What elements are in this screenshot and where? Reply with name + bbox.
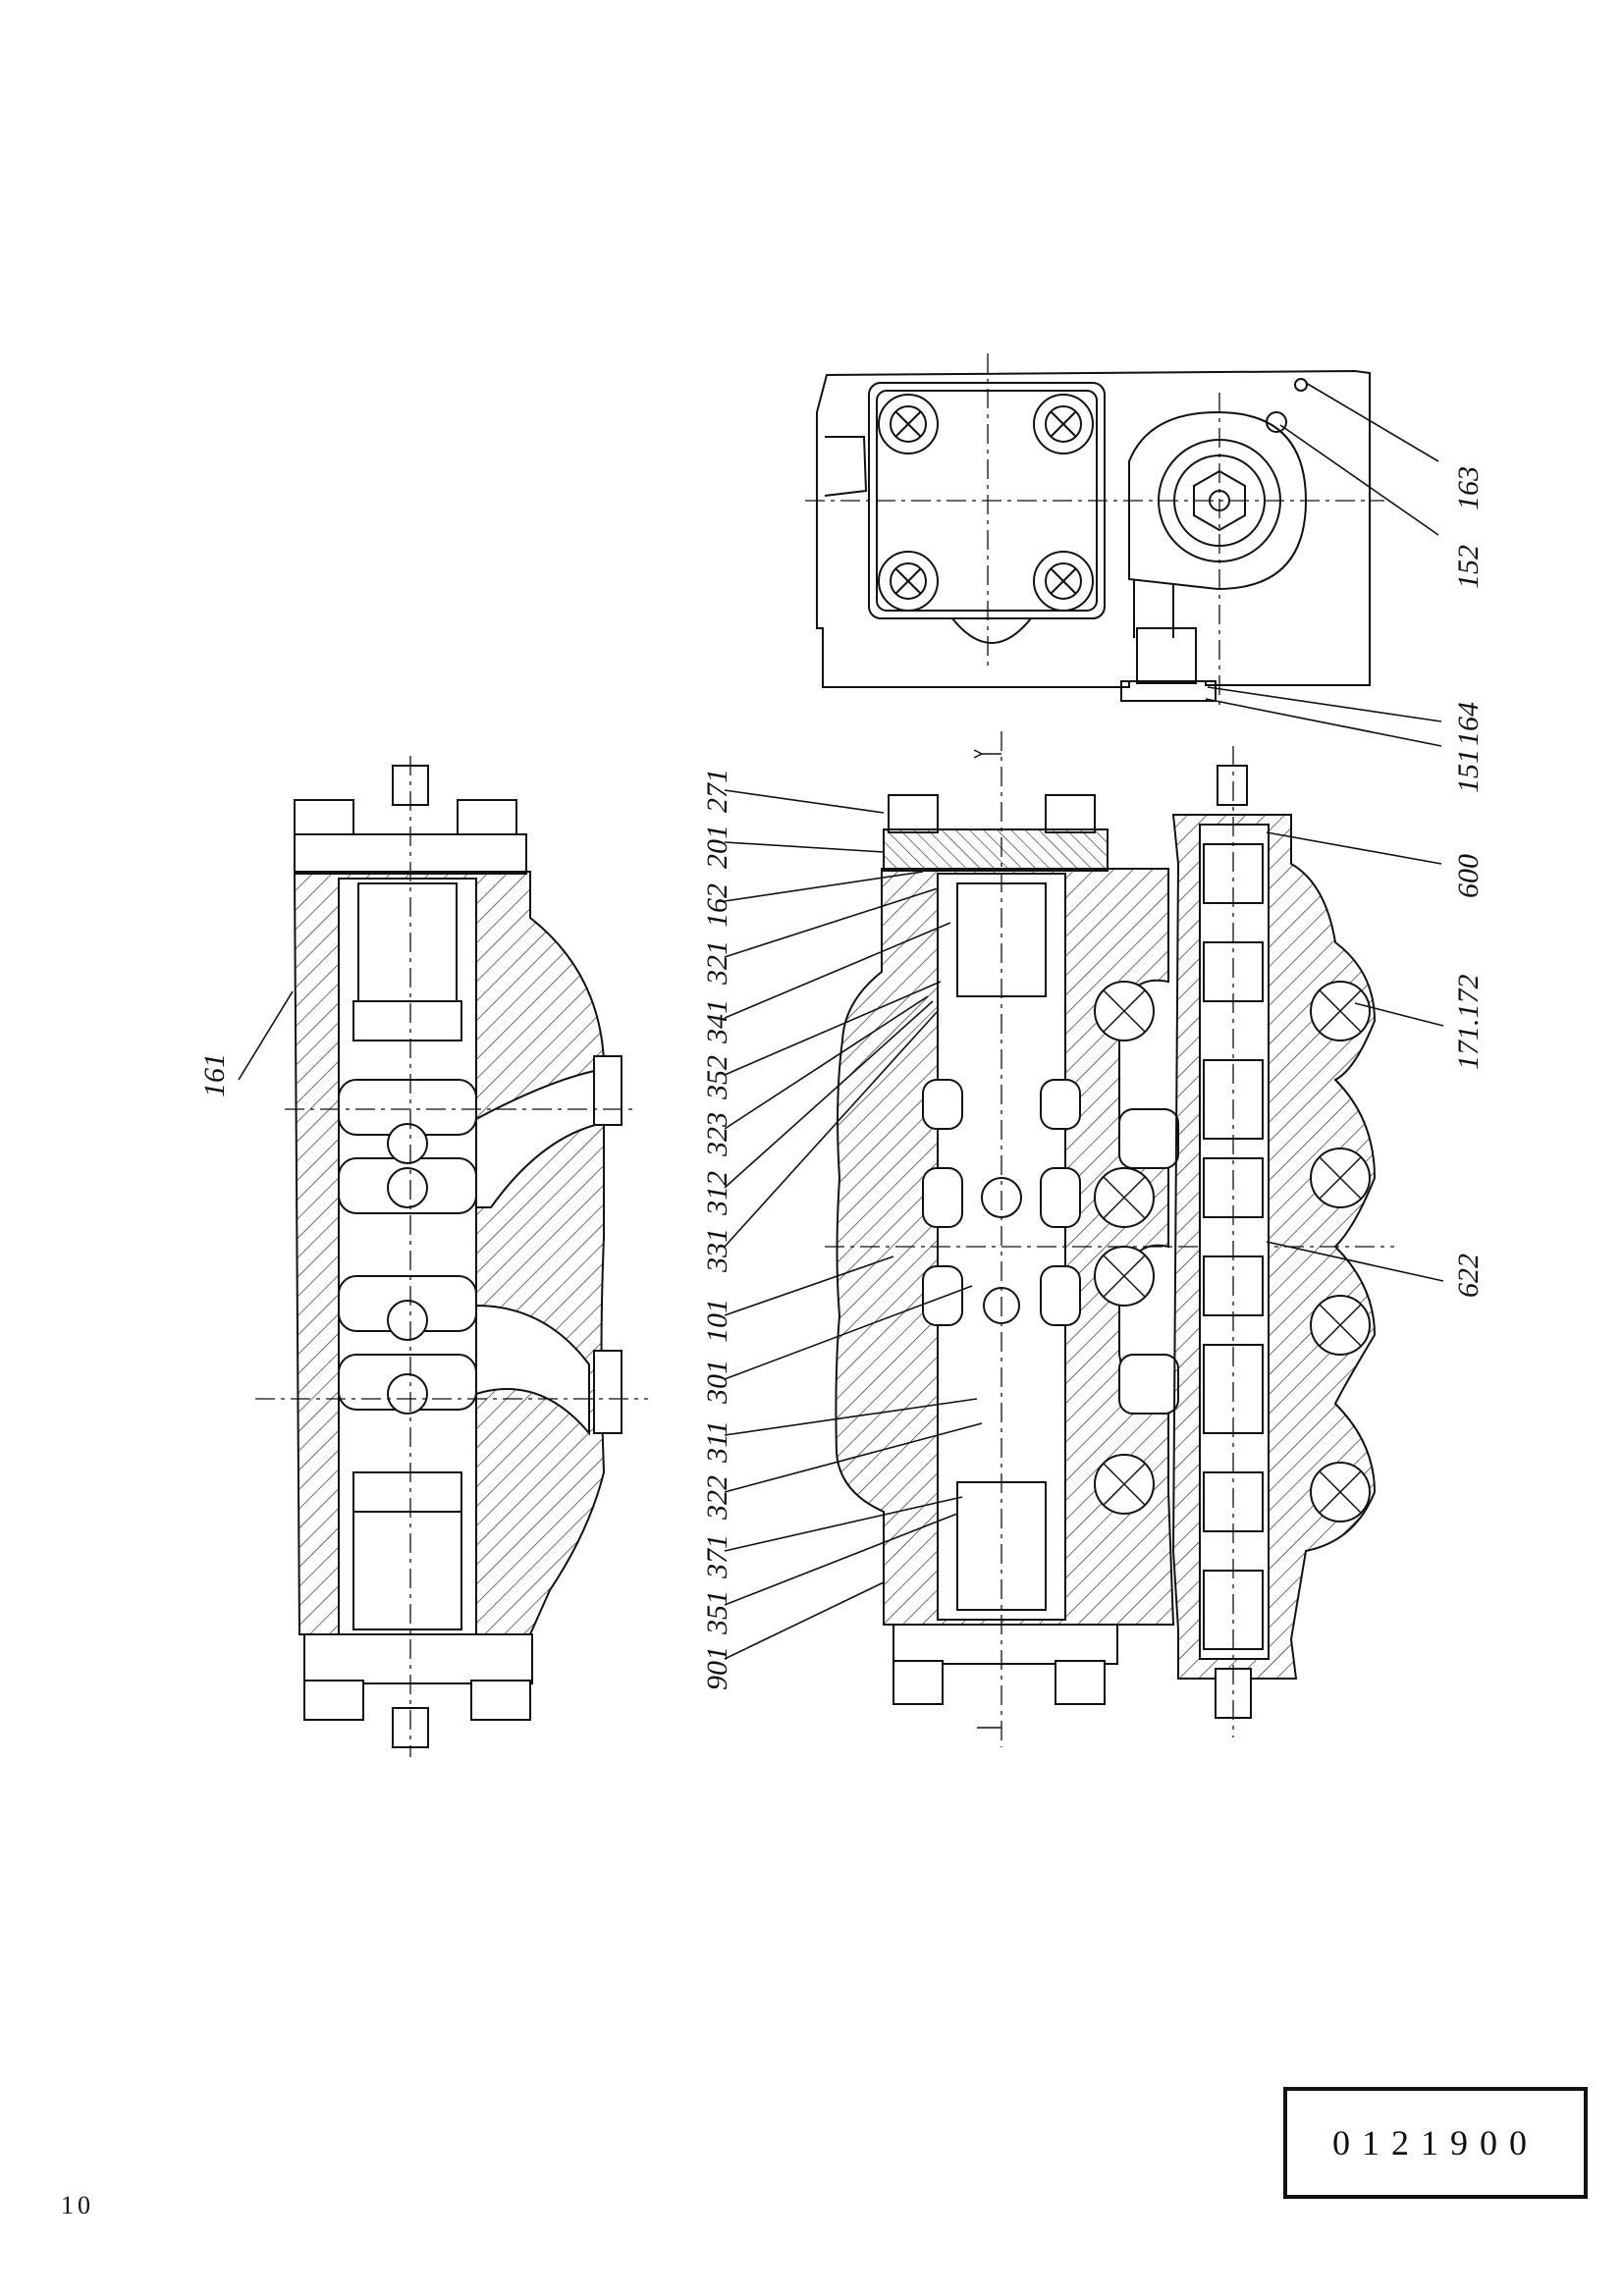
callout-labels: 161 163 152 164 151 271 201 162 321 341 … <box>198 466 1485 1690</box>
drawing-code-box: 0121900 <box>1283 2087 1588 2199</box>
callout-321: 321 <box>701 940 733 986</box>
callout-161: 161 <box>198 1053 231 1097</box>
callout-152: 152 <box>1452 545 1485 589</box>
leader-lines <box>238 382 1444 1660</box>
callout-341: 341 <box>701 999 733 1044</box>
callout-201: 201 <box>701 825 733 869</box>
callout-162: 162 <box>701 883 733 928</box>
drawing-code: 0121900 <box>1332 2123 1539 2163</box>
callout-171-172: 171.172 <box>1452 975 1485 1071</box>
side-section-view <box>255 756 648 1757</box>
center-section-view <box>825 731 1394 1747</box>
top-view <box>805 353 1384 707</box>
bolt-heads <box>878 394 1094 612</box>
callout-622: 622 <box>1452 1254 1485 1298</box>
callout-163: 163 <box>1452 466 1485 510</box>
callout-600: 600 <box>1452 854 1485 898</box>
aux-valve-section <box>1171 746 1377 1737</box>
callout-271: 271 <box>701 769 733 813</box>
callout-301: 301 <box>701 1360 733 1405</box>
callout-311: 311 <box>701 1420 733 1464</box>
page-number: 10 <box>61 2191 94 2219</box>
callout-331: 331 <box>701 1228 733 1273</box>
callout-322: 322 <box>701 1475 733 1521</box>
callout-371: 371 <box>701 1534 733 1579</box>
callout-164: 164 <box>1452 702 1485 746</box>
callout-151: 151 <box>1452 749 1485 793</box>
callout-101: 101 <box>701 1299 733 1343</box>
callout-351: 351 <box>701 1590 733 1635</box>
callout-323: 323 <box>701 1112 733 1157</box>
callout-901: 901 <box>701 1646 733 1690</box>
callout-352: 352 <box>701 1055 733 1100</box>
callout-312: 312 <box>701 1171 733 1216</box>
